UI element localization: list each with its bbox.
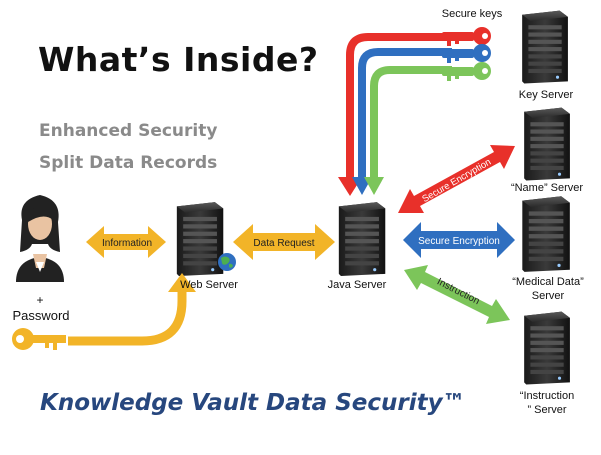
medical-server-icon: [522, 196, 570, 272]
password-arrow: [68, 273, 196, 346]
page-title: What’s Inside?: [38, 40, 319, 79]
feature-split-data-records: Split Data Records: [39, 153, 218, 173]
instruction-server-label-2: ” Server: [527, 404, 567, 416]
web-server-label: Web Server: [180, 279, 238, 291]
key-arrow-red: [338, 33, 452, 196]
name-server-label: “Name” Server: [510, 182, 584, 194]
data-request-label: Data Request: [253, 238, 314, 249]
footer-title: Knowledge Vault Data Security™: [40, 390, 466, 416]
java-server-label: Java Server: [327, 279, 387, 291]
globe-icon: [218, 253, 236, 271]
plus-label: +: [36, 293, 44, 307]
secure-keys-label: Secure keys: [441, 8, 503, 20]
instruction-server-label-1: “Instruction: [519, 390, 575, 402]
red-encryption-arrow: [398, 145, 515, 213]
user-icon: [16, 195, 64, 282]
medical-server-label-1: “Medical Data”: [512, 276, 584, 288]
password-label: Password: [12, 308, 70, 323]
red-key-icon: [442, 27, 491, 46]
information-arrow: [86, 226, 166, 258]
key-server-icon: [522, 10, 568, 84]
information-label: Information: [102, 238, 152, 249]
blue-encryption-arrow: [403, 222, 515, 258]
feature-enhanced-security: Enhanced Security: [39, 121, 218, 141]
medical-server-label-2: Server: [531, 290, 565, 302]
gold-key-icon: [12, 328, 66, 350]
java-server-icon: [338, 202, 386, 276]
key-arrow-green: [364, 66, 452, 195]
key-server-label: Key Server: [518, 89, 574, 101]
name-server-icon: [524, 107, 570, 181]
blue-encryption-label: Secure Encryption: [418, 236, 500, 247]
data-request-arrow: [233, 224, 335, 260]
web-server-icon: [176, 202, 224, 276]
instruction-server-icon: [524, 311, 570, 385]
red-encryption-label: Secure Encryption: [420, 157, 493, 205]
green-instruction-arrow: [404, 265, 510, 324]
green-key-icon: [442, 62, 491, 81]
blue-key-icon: [442, 44, 491, 63]
